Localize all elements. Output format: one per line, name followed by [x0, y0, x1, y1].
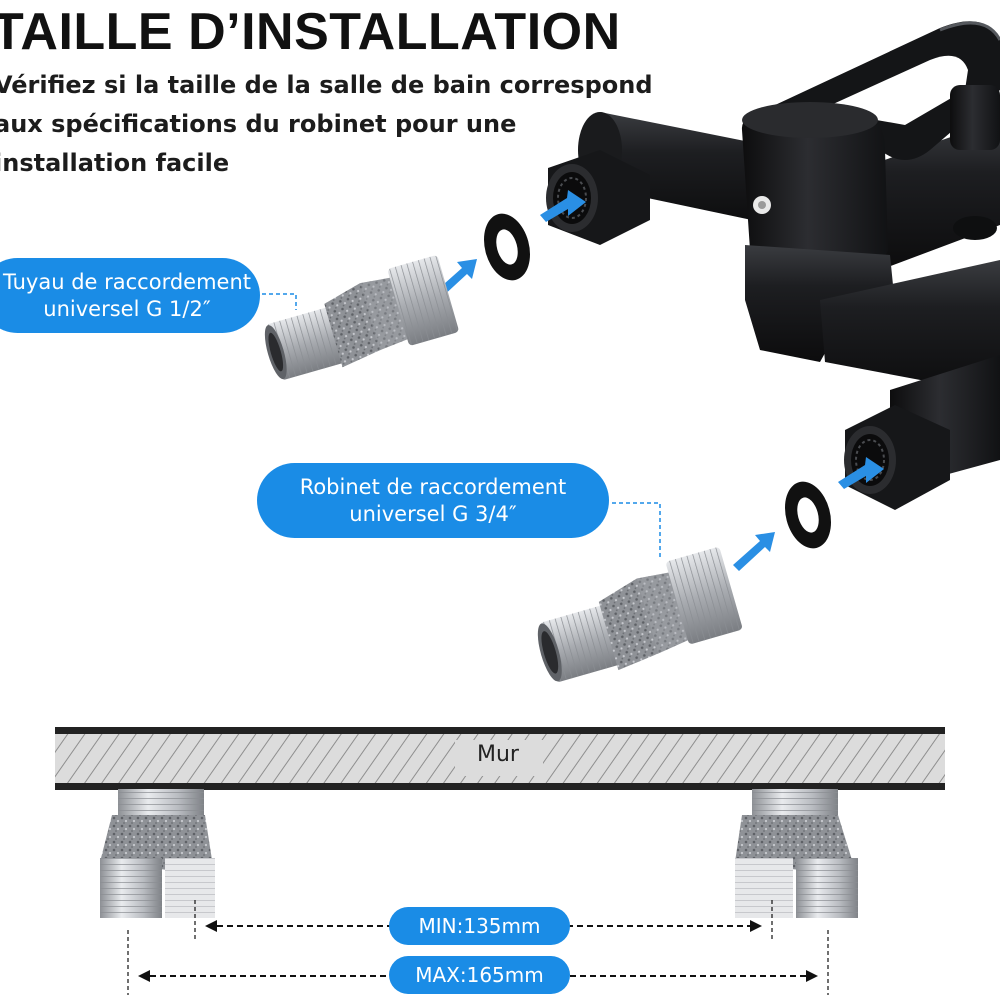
intro-line-3: installation facile — [0, 149, 230, 177]
callout-pipe-g12: Tuyau de raccordement universel G 1/2″ — [0, 258, 260, 333]
washer-bottom — [784, 481, 832, 549]
adapter-fitting-g12 — [264, 255, 459, 380]
adapter-fitting-g34 — [537, 547, 742, 682]
callout-pipe-line-1: Tuyau de raccordement — [2, 269, 252, 294]
callout-pipe-line-2: universel G 1/2″ — [43, 296, 211, 321]
washer-top — [483, 213, 531, 281]
wall-label: Mur — [477, 742, 519, 767]
wall — [55, 727, 945, 790]
dimension-min-label: MIN:135mm — [389, 907, 570, 945]
faucet-body — [546, 21, 1000, 510]
callout-tap-line-1: Robinet de raccordement — [299, 474, 567, 499]
dimension-lines — [127, 900, 829, 995]
intro-text: Vérifiez si la taille de la salle de bai… — [0, 66, 653, 183]
wall-fitting-right — [735, 789, 858, 918]
callout-tap-line-2: universel G 3/4″ — [349, 501, 517, 526]
intro-line-1: Vérifiez si la taille de la salle de bai… — [0, 71, 653, 99]
wall-fitting-left — [100, 789, 215, 918]
dimension-max-label: MAX:165mm — [389, 956, 570, 994]
intro-line-2: aux spécifications du robinet pour une — [0, 110, 517, 138]
leader-lines — [262, 293, 661, 560]
page-title: TAILLE D’INSTALLATION — [0, 3, 621, 61]
callout-tap-g34: Robinet de raccordement universel G 3/4″ — [257, 463, 609, 538]
